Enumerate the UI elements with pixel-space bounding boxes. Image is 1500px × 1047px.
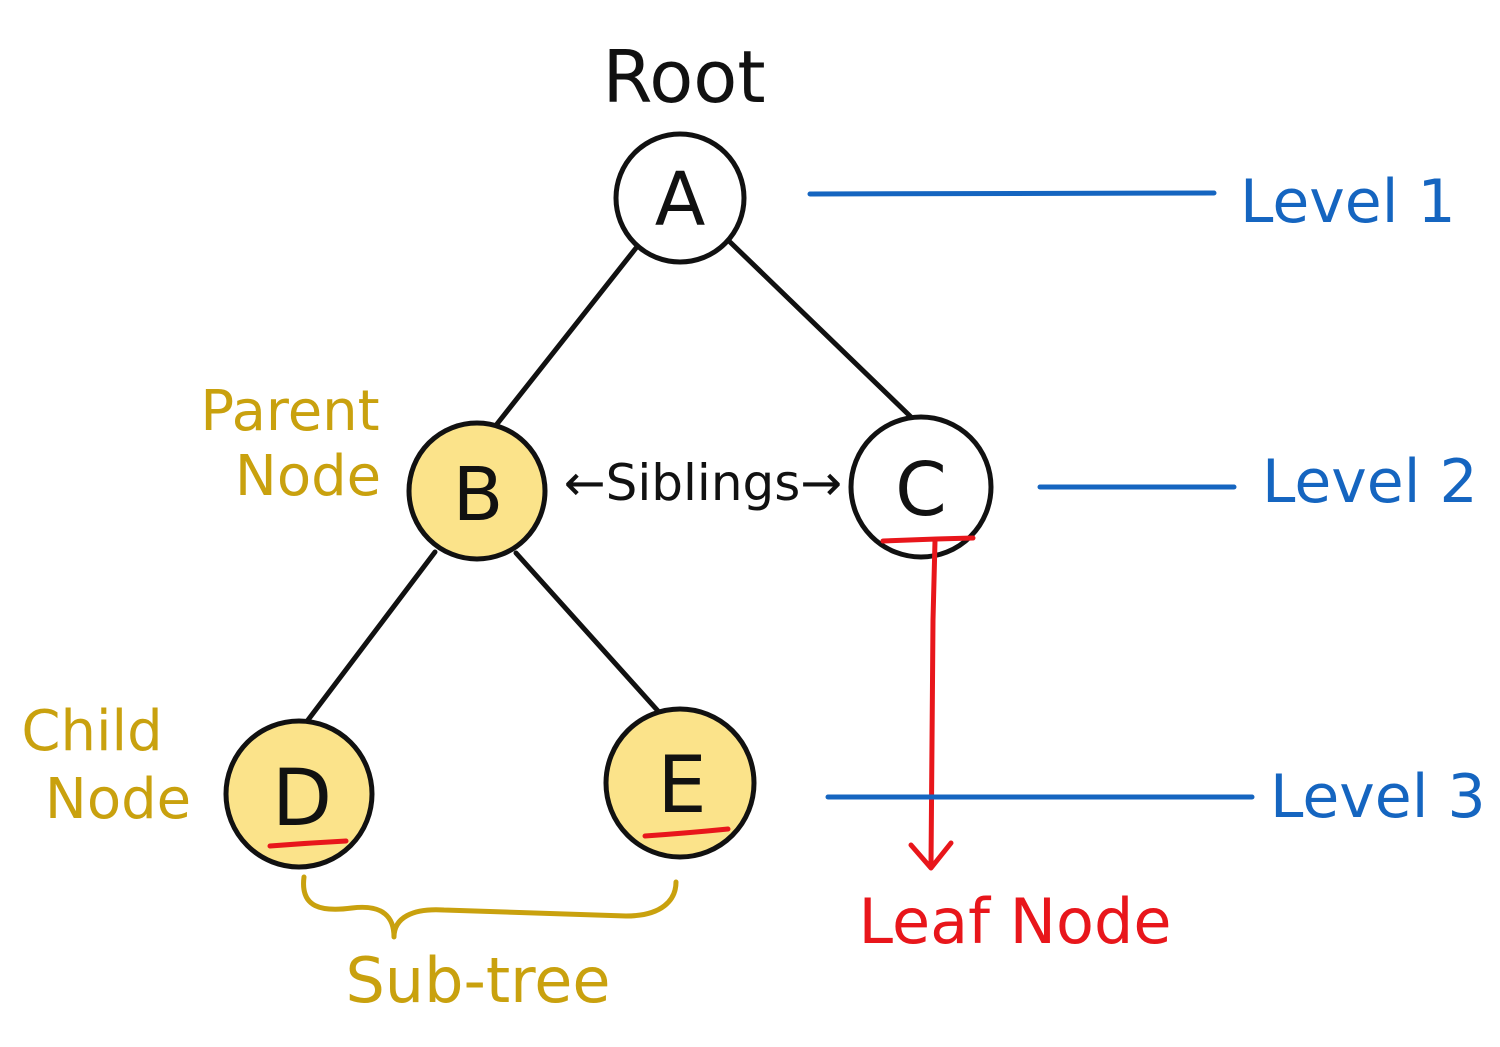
tree-edges <box>305 239 914 723</box>
edge-a-b <box>494 245 639 427</box>
node-c-circle <box>848 414 994 560</box>
edge-a-c <box>727 239 914 420</box>
leaf-arrow-shaft <box>928 538 938 868</box>
node-e: E <box>603 706 757 860</box>
edge-b-d <box>305 549 438 723</box>
child-node-annotation: Child Node <box>21 699 191 832</box>
level-2-marker: Level 2 <box>1037 447 1478 517</box>
level-3-marker: Level 3 <box>825 762 1486 832</box>
node-b-circle <box>406 420 548 562</box>
leaf-node-label: Leaf Node <box>859 885 1172 958</box>
level-1-line <box>807 190 1217 197</box>
node-e-circle <box>603 706 757 860</box>
node-b-label: B <box>453 452 504 538</box>
node-e-label: E <box>657 741 706 831</box>
parent-node-annotation: Parent Node <box>200 379 381 509</box>
parent-node-line-2: Node <box>235 444 381 509</box>
subtree-label: Sub-tree <box>345 944 610 1017</box>
leaf-underlines <box>267 826 731 849</box>
node-a-circle <box>613 131 747 265</box>
child-node-line-2: Node <box>45 767 191 832</box>
leaf-underline-e <box>642 826 731 839</box>
node-d: D <box>223 718 375 870</box>
edge-b-e <box>513 550 661 714</box>
level-2-label: Level 2 <box>1262 447 1478 517</box>
node-c-label: C <box>895 447 947 533</box>
leaf-node-arrow <box>880 535 976 871</box>
leaf-underline-c <box>880 535 976 544</box>
subtree-brace <box>301 874 679 940</box>
node-b: B <box>406 420 548 562</box>
node-c: C <box>848 414 994 560</box>
node-a: A <box>613 131 747 265</box>
child-node-line-1: Child <box>21 699 162 764</box>
node-a-label: A <box>655 157 706 243</box>
parent-node-line-1: Parent <box>200 379 379 444</box>
level-3-label: Level 3 <box>1270 762 1486 832</box>
siblings-label: ←Siblings→ <box>564 454 842 512</box>
node-d-label: D <box>272 754 332 844</box>
level-1-marker: Level 1 <box>807 167 1456 237</box>
subtree-brace-path <box>301 874 679 940</box>
root-label: Root <box>602 35 765 119</box>
leaf-arrow-head <box>908 840 954 871</box>
level-1-label: Level 1 <box>1240 167 1456 237</box>
leaf-underline-d <box>267 838 349 849</box>
node-d-circle <box>223 718 375 870</box>
